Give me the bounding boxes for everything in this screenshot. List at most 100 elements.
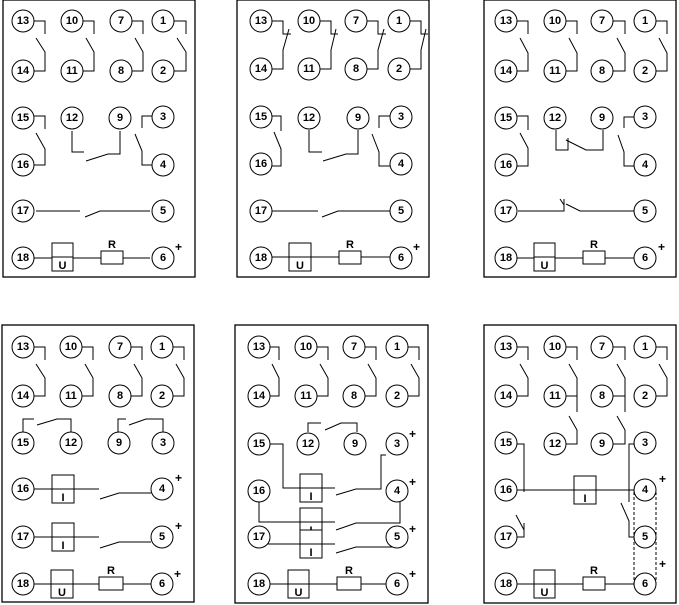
resistor <box>582 250 606 265</box>
diagram-frame <box>1 324 195 603</box>
svg-text:6: 6 <box>159 578 165 590</box>
u-coil-label: U <box>59 260 67 272</box>
contact-1-2 <box>408 346 420 397</box>
svg-text:2: 2 <box>394 390 400 402</box>
svg-text:11: 11 <box>549 390 561 402</box>
svg-text:13: 13 <box>500 15 512 27</box>
terminal: 13 <box>494 335 518 359</box>
svg-text:7: 7 <box>599 15 605 27</box>
plus-marker: + <box>413 240 420 254</box>
svg-text:10: 10 <box>549 341 561 353</box>
plus-marker: + <box>409 567 416 581</box>
terminal: 2 <box>387 57 411 81</box>
svg-text:18: 18 <box>500 252 512 264</box>
svg-text:1: 1 <box>642 15 648 27</box>
contact-17-5 <box>272 210 390 218</box>
diagram-4: I + I + U R + 13 10 7 1 14 11 8 2 15 12 … <box>1 324 195 603</box>
contact-15-16-coil <box>517 443 634 492</box>
contact-13-14 <box>34 20 46 72</box>
terminal: 3 <box>389 105 413 129</box>
terminal: 8 <box>590 384 614 408</box>
terminal: 8 <box>108 384 132 408</box>
svg-text:18: 18 <box>253 578 265 590</box>
terminal: 6 <box>151 246 175 270</box>
terminal: 15 <box>494 106 518 130</box>
plus-marker: + <box>409 427 416 441</box>
svg-text:17: 17 <box>500 205 512 217</box>
contact-17-5 <box>34 536 151 549</box>
svg-text:17: 17 <box>17 205 29 217</box>
svg-text:3: 3 <box>160 437 166 449</box>
contact-1-2 <box>173 346 185 397</box>
diagram-frame <box>2 0 196 278</box>
contact-17 <box>515 514 525 538</box>
svg-text:13: 13 <box>253 341 265 353</box>
contact-17-5 <box>36 210 150 218</box>
terminal: 7 <box>342 335 366 359</box>
resistor <box>582 576 606 591</box>
resistor <box>336 576 362 591</box>
terminal: 16 <box>247 479 271 503</box>
contact-16-4 <box>34 488 151 500</box>
svg-text:7: 7 <box>599 341 605 353</box>
svg-text:11: 11 <box>549 65 561 77</box>
resistor <box>98 576 124 591</box>
terminal: 13 <box>247 335 271 359</box>
terminal: 17 <box>11 199 35 223</box>
terminal: 17 <box>11 525 35 549</box>
svg-text:5: 5 <box>394 531 400 543</box>
contact-10-11 <box>83 20 95 72</box>
contact-13-14 <box>270 346 280 397</box>
contact-15-3 <box>270 443 386 496</box>
terminal: 2 <box>385 384 409 408</box>
terminal: 17 <box>494 199 518 223</box>
contact-5 <box>620 502 635 538</box>
svg-text:14: 14 <box>255 63 268 75</box>
svg-text:15: 15 <box>255 111 267 123</box>
contact-3 <box>628 443 635 502</box>
terminal: 13 <box>11 335 35 359</box>
terminal: 7 <box>590 335 614 359</box>
svg-text:7: 7 <box>118 15 124 27</box>
svg-text:1: 1 <box>396 15 402 27</box>
contact-16-4 <box>258 502 401 531</box>
u-coil-label: U <box>58 587 66 599</box>
svg-text:8: 8 <box>117 390 123 402</box>
terminal: 11 <box>297 57 321 81</box>
svg-text:9: 9 <box>599 112 605 124</box>
terminal: 5 <box>385 525 409 549</box>
terminal: 4 <box>633 478 657 502</box>
resistor-label: R <box>108 239 116 251</box>
svg-text:2: 2 <box>396 63 402 75</box>
contact-13-14 <box>272 20 291 70</box>
svg-text:12: 12 <box>549 112 561 124</box>
diagram-2: U R + 13 10 7 1 14 11 8 2 15 12 9 3 16 4… <box>236 0 430 278</box>
i-coil-label: I <box>61 492 64 504</box>
terminal: 15 <box>249 105 273 129</box>
terminal: 9 <box>346 106 370 130</box>
terminal: 6 <box>385 572 409 596</box>
svg-text:17: 17 <box>255 205 267 217</box>
svg-text:12: 12 <box>303 112 315 124</box>
contact-12-9 <box>555 130 604 151</box>
svg-text:9: 9 <box>352 438 358 450</box>
svg-text:3: 3 <box>398 111 404 123</box>
svg-text:11: 11 <box>303 63 315 75</box>
svg-text:13: 13 <box>17 15 29 27</box>
terminal: 10 <box>59 335 83 359</box>
terminal: 3 <box>151 105 175 129</box>
terminal: 7 <box>108 335 132 359</box>
svg-text:1: 1 <box>159 341 165 353</box>
svg-text:4: 4 <box>642 484 649 496</box>
svg-text:12: 12 <box>66 112 78 124</box>
terminal: 5 <box>633 525 657 549</box>
terminal: 18 <box>249 246 273 270</box>
resistor <box>100 250 124 265</box>
contact-15-12 <box>22 418 72 432</box>
terminal: 17 <box>249 199 273 223</box>
terminal: 6 <box>389 246 413 270</box>
contact-12-9 <box>71 131 121 162</box>
svg-text:3: 3 <box>394 438 400 450</box>
terminal: 18 <box>247 572 271 596</box>
terminal: 18 <box>11 572 35 596</box>
